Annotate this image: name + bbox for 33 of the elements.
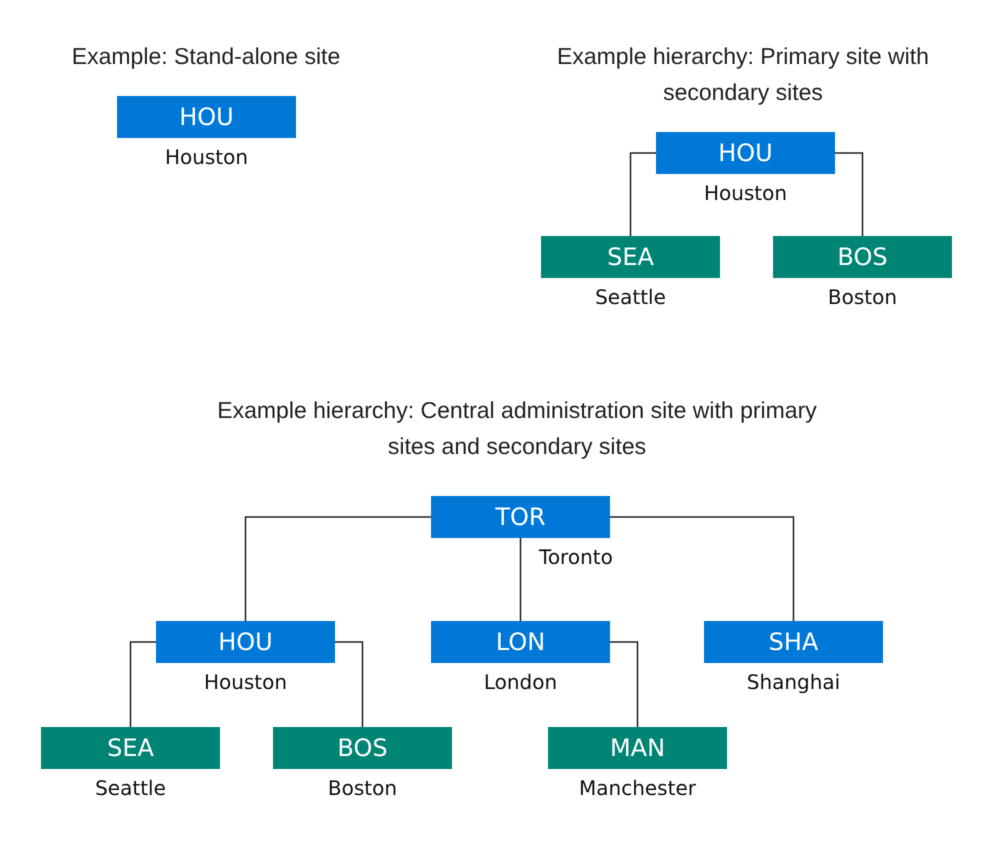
site-box: HOU <box>156 621 335 663</box>
site-name: London <box>484 669 558 695</box>
site-box: BOS <box>273 727 452 769</box>
site-box: SHA <box>704 621 883 663</box>
connector-line <box>130 641 156 727</box>
site-box: SEA <box>41 727 220 769</box>
site-name: Boston <box>828 284 898 310</box>
connector-line <box>520 538 522 621</box>
site-name: Boston <box>328 775 398 801</box>
site-box: MAN <box>548 727 727 769</box>
site-name: Houston <box>204 669 288 695</box>
site-name: Toronto <box>539 544 613 570</box>
section-heading: Example hierarchy: Central administration site with primary sites and secondary sites <box>216 396 818 461</box>
section-heading: Example: Stand-alone site <box>70 42 342 71</box>
site-name: Seattle <box>95 775 166 801</box>
site-box: BOS <box>773 236 952 278</box>
site-name: Seattle <box>595 284 666 310</box>
site-name: Manchester <box>579 775 696 801</box>
connector-line <box>835 152 864 236</box>
site-box: TOR <box>431 496 610 538</box>
site-name: Houston <box>164 144 248 170</box>
site-name: Houston <box>704 180 788 206</box>
connector-line <box>610 641 638 727</box>
site-box: LON <box>431 621 610 663</box>
site-box: SEA <box>541 236 720 278</box>
connector-line <box>630 152 656 236</box>
site-box: HOU <box>656 132 835 174</box>
site-box: HOU <box>117 96 296 138</box>
connector-line <box>335 641 364 727</box>
site-name: Shanghai <box>746 669 840 695</box>
connector-line <box>610 516 794 621</box>
connector-line <box>244 516 431 621</box>
section-heading: Example hierarchy: Primary site with secondary sites <box>556 42 930 107</box>
